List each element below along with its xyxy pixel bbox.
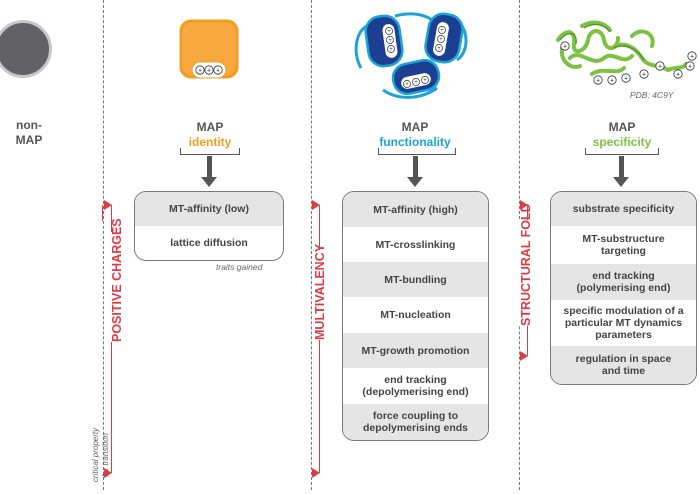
stage-3-subtitle: specificity bbox=[592, 135, 652, 149]
nonmap-label-line1: non- bbox=[16, 118, 42, 132]
transition-2-label: MULTIVALENCY bbox=[313, 243, 327, 340]
stage-3-row-3: end tracking (polymerising end) bbox=[551, 264, 696, 300]
svg-text:+: + bbox=[198, 68, 202, 75]
stage-1-row-2: lattice diffusion bbox=[170, 237, 248, 249]
transition-2-arrow-top bbox=[312, 200, 320, 210]
stage-2-subtitle: functionality bbox=[379, 135, 451, 149]
stage-2-bracket bbox=[378, 148, 456, 155]
stage-2-row-3: MT-bundling bbox=[343, 262, 488, 297]
stage-2-row-2: MT-crosslinking bbox=[375, 238, 456, 251]
stage-3-row-4: specific modulation of a particular MT d… bbox=[563, 305, 684, 341]
svg-text:+: + bbox=[439, 37, 443, 43]
svg-text:+: + bbox=[596, 78, 600, 85]
svg-text:+: + bbox=[658, 64, 662, 71]
svg-text:+: + bbox=[688, 64, 692, 71]
identity-molecule: + + + bbox=[179, 19, 239, 79]
svg-text:+: + bbox=[690, 54, 694, 61]
svg-text:+: + bbox=[207, 68, 211, 75]
stage-2-arrow-shaft bbox=[413, 156, 418, 178]
stage-1-panel: MT-affinity (low) lattice diffusion bbox=[134, 191, 284, 261]
stage-1-bracket bbox=[180, 148, 240, 155]
svg-text:+: + bbox=[437, 46, 441, 52]
stage-3-panel: substrate specificity MT-substructure ta… bbox=[550, 191, 697, 385]
stage-3-arrow-shaft bbox=[619, 156, 624, 178]
stage-3-arrow-head bbox=[613, 177, 629, 187]
svg-text:+: + bbox=[414, 80, 418, 86]
svg-text:+: + bbox=[642, 72, 646, 79]
transition-3-label: STRUCTURAL FOLD bbox=[519, 203, 533, 326]
svg-text:+: + bbox=[676, 72, 680, 79]
nonmap-circle bbox=[0, 20, 52, 78]
svg-text:+: + bbox=[423, 78, 427, 84]
transition-2-arrow-bottom bbox=[312, 468, 320, 478]
stage-1-row-1: MT-affinity (low) bbox=[135, 192, 283, 226]
nonmap-label-line2: MAP bbox=[15, 133, 43, 147]
svg-text:+: + bbox=[440, 28, 444, 34]
transition-1-label: POSITIVE CHARGES bbox=[110, 218, 124, 342]
stage-2-panel: MT-affinity (high) MT-crosslinking MT-bu… bbox=[342, 191, 489, 441]
stage-2-row-5: MT-growth promotion bbox=[343, 333, 488, 368]
stage-2-title: MAP bbox=[401, 120, 429, 134]
transition-1-line bbox=[102, 205, 103, 221]
separator-2 bbox=[311, 0, 312, 490]
stage-3-row-5: regulation in space and time bbox=[551, 346, 696, 384]
stage-1-title: MAP bbox=[196, 120, 224, 134]
stage-1-subtitle: identity bbox=[188, 135, 232, 149]
transition-1-arrow-top bbox=[104, 200, 112, 210]
traits-gained-note: traits gained bbox=[216, 262, 263, 272]
pdb-label: PDB: 4C9Y bbox=[630, 90, 674, 100]
stage-2-row-4: MT-nucleation bbox=[380, 309, 451, 321]
svg-text:+: + bbox=[563, 44, 567, 51]
stage-3-row-1: substrate specificity bbox=[551, 192, 696, 226]
svg-text:+: + bbox=[610, 78, 614, 85]
stage-3-row-2: MT-substructure targeting bbox=[582, 233, 665, 257]
svg-text:+: + bbox=[405, 82, 409, 88]
svg-text:+: + bbox=[624, 76, 628, 83]
transition-3-arrow-top bbox=[520, 200, 528, 210]
critical-note-line2: for transition bbox=[101, 432, 110, 478]
stage-3-bracket bbox=[585, 148, 659, 155]
stage-1-arrow-shaft bbox=[207, 156, 212, 178]
specificity-molecule: + + + + + + + + + bbox=[556, 20, 697, 85]
critical-note: critical property for transition bbox=[91, 420, 110, 490]
stage-2-row-1: MT-affinity (high) bbox=[343, 192, 488, 227]
transition-3-arrow-bottom bbox=[520, 351, 528, 361]
separator-1 bbox=[103, 0, 104, 490]
stage-2-arrow-head bbox=[407, 177, 423, 187]
stage-1-arrow-head bbox=[201, 177, 217, 187]
svg-text:+: + bbox=[216, 68, 220, 75]
svg-text:+: + bbox=[387, 29, 391, 35]
transition-1-arrow-bottom bbox=[104, 468, 112, 478]
svg-text:+: + bbox=[388, 38, 392, 44]
functionality-molecule: + + + + + + + + + bbox=[354, 12, 468, 99]
svg-text:+: + bbox=[389, 47, 393, 53]
stage-3-title: MAP bbox=[608, 120, 636, 134]
stage-2-row-7: force coupling to depolymerising ends bbox=[343, 404, 488, 440]
stage-2-row-6: end tracking (depolymerising end) bbox=[362, 374, 469, 398]
critical-note-line1: critical property bbox=[91, 427, 100, 483]
nonmap-label: non- MAP bbox=[0, 118, 58, 148]
